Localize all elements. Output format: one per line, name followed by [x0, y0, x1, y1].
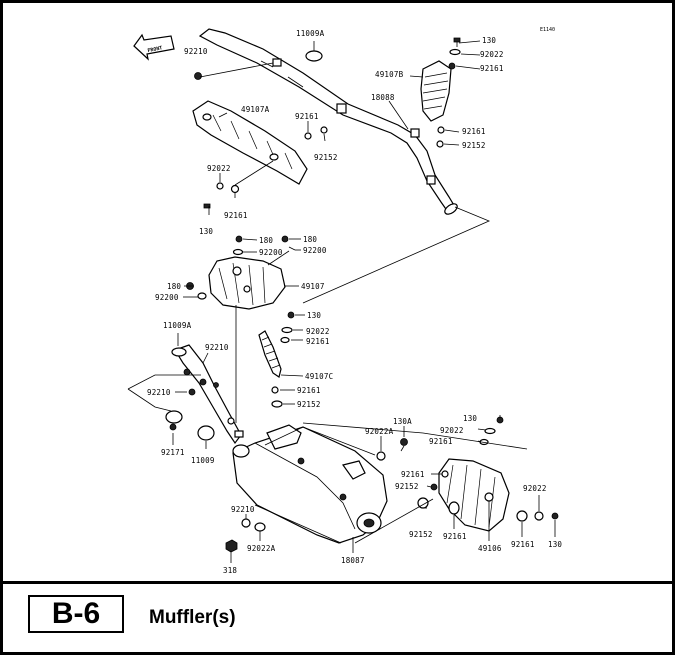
- callout-label: 130: [199, 227, 213, 236]
- callout-label: 92200: [259, 248, 283, 257]
- callout-label: 130: [307, 311, 321, 320]
- callout-label: 92161: [306, 337, 330, 346]
- fasteners-center: [186, 235, 296, 344]
- callout-label: 92161: [480, 64, 504, 73]
- callout-label: 130: [482, 36, 496, 45]
- callout-label: 180: [167, 282, 181, 291]
- callout-label: 92152: [297, 400, 321, 409]
- fasteners-right: [225, 416, 559, 553]
- callout-label: 92171: [161, 448, 185, 457]
- callout-label: 92022: [306, 327, 330, 336]
- callout-label: 92022: [523, 484, 547, 493]
- callout-label: 92210: [205, 343, 229, 352]
- callout-label: 18088: [371, 93, 395, 102]
- callout-label: 130: [463, 414, 477, 423]
- muffler-body: [232, 424, 388, 544]
- callout-label: 92161: [297, 386, 321, 395]
- header-pipe: [198, 28, 458, 215]
- callout-label: 92152: [462, 141, 486, 150]
- callout-label: 92210: [147, 388, 171, 397]
- heat-guard-49107c: [258, 330, 283, 408]
- callout-label: 130: [548, 540, 562, 549]
- leader-lines: [127, 40, 556, 563]
- callout-label: 92161: [511, 540, 535, 549]
- callout-label: 92210: [184, 47, 208, 56]
- callout-label: 92152: [395, 482, 419, 491]
- callout-label: 92161: [462, 127, 486, 136]
- callout-label: 180: [303, 235, 317, 244]
- heat-guard-49107a: [192, 100, 308, 185]
- callout-label: 92161: [429, 437, 453, 446]
- callout-label: 130A: [393, 417, 412, 426]
- callout-label: 318: [223, 566, 237, 575]
- heat-guard-49106: [438, 458, 510, 532]
- section-code-box: B-6: [28, 595, 124, 633]
- callout-label: 92022A: [247, 544, 276, 553]
- callout-label: 49107C: [305, 372, 333, 381]
- callout-label: 11009A: [163, 321, 192, 330]
- front-arrow-label: FRONT: [147, 45, 163, 54]
- callout-label: 92022A: [365, 427, 394, 436]
- callout-label: 92161: [401, 470, 425, 479]
- muffler-exploded-diagram: E1140 FRONT: [127, 27, 562, 575]
- callout-label: 49107A: [241, 105, 270, 114]
- callout-label: 49106: [478, 544, 502, 553]
- callout-label: 49107B: [375, 70, 404, 79]
- front-pipe: [165, 344, 244, 445]
- section-title: Muffler(s): [149, 607, 236, 628]
- drawing-ref: E1140: [540, 27, 555, 33]
- callout-label: 92152: [314, 153, 338, 162]
- heat-guard-49107: [208, 256, 286, 310]
- callout-label: 11009: [191, 456, 215, 465]
- callout-label: 92022: [207, 164, 231, 173]
- callout-label: 92200: [303, 246, 327, 255]
- callout-label: 11009A: [296, 29, 325, 38]
- callout-label: 49107: [301, 282, 325, 291]
- callout-label: 92210: [231, 505, 255, 514]
- callout-label: 92022: [480, 50, 504, 59]
- callout-labels: 11009A 130 92022 92210 92161 49107B 1808…: [147, 29, 562, 575]
- footer-divider: [3, 581, 675, 584]
- callout-label: 92152: [409, 530, 433, 539]
- callout-label: 92200: [155, 293, 179, 302]
- callout-label: 180: [259, 236, 273, 245]
- fasteners-top: [194, 37, 461, 209]
- front-arrow-icon: FRONT: [133, 33, 175, 61]
- callout-label: 92161: [443, 532, 467, 541]
- callout-label: 92161: [224, 211, 248, 220]
- callout-label: 92161: [295, 112, 319, 121]
- gasket-11009a-top: [305, 50, 323, 62]
- callout-label: 18087: [341, 556, 365, 565]
- callout-label: 92022: [440, 426, 464, 435]
- heat-guard-49107b: [420, 60, 452, 122]
